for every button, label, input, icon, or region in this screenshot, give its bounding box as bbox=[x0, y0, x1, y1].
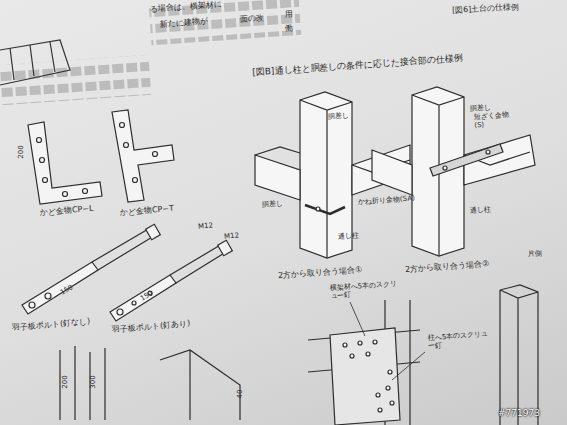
figure-title: [図6]土台の仕様例 bbox=[452, 2, 520, 15]
part-name: 短ざく金物(S) bbox=[473, 111, 514, 130]
dimension: M12 bbox=[224, 231, 240, 240]
callout-note: 柱へ5本のスクリュー釘 bbox=[428, 330, 491, 350]
joint-drawings bbox=[255, 87, 538, 425]
watermark: #771973 bbox=[498, 408, 540, 418]
note: 片側 bbox=[528, 250, 543, 259]
part-name: 通し柱 bbox=[470, 205, 492, 214]
part-name: かね折り金物(SA) bbox=[358, 194, 418, 206]
corner-figure bbox=[0, 40, 70, 85]
part-name: 胴差し bbox=[328, 111, 350, 120]
callout-note: 横架材へ5本のスクリュー釘 bbox=[330, 280, 401, 301]
part-name: 羽子板ボルト(釘あり) bbox=[112, 319, 191, 335]
part-name: 通し柱 bbox=[338, 231, 360, 240]
case-caption: 2方から取り合う場合① bbox=[278, 265, 363, 280]
body-text: 用 bbox=[285, 10, 294, 20]
body-text: 働 bbox=[285, 24, 294, 34]
body-text: 面の改 bbox=[240, 13, 265, 24]
dimension: 200 bbox=[17, 145, 25, 158]
dimension: M12 bbox=[198, 221, 214, 230]
body-text bbox=[0, 0, 301, 105]
part-name: 羽子板ボルト(釘なし) bbox=[12, 317, 91, 333]
figure-title: [図B]通し柱と胴差しの条件に応じた接合部の仕様例 bbox=[252, 53, 463, 78]
case-caption: 2方から取り合う場合② bbox=[405, 259, 490, 274]
part-name: かど金物CP−L bbox=[40, 204, 94, 218]
part-name: かど金物CP−T bbox=[120, 204, 175, 218]
hardware-drawings bbox=[22, 110, 240, 420]
dimension: 40 bbox=[236, 390, 244, 399]
part-name: 胴差し bbox=[262, 199, 284, 208]
dimension: 200 bbox=[61, 375, 69, 388]
dimension: 300 bbox=[89, 375, 97, 388]
